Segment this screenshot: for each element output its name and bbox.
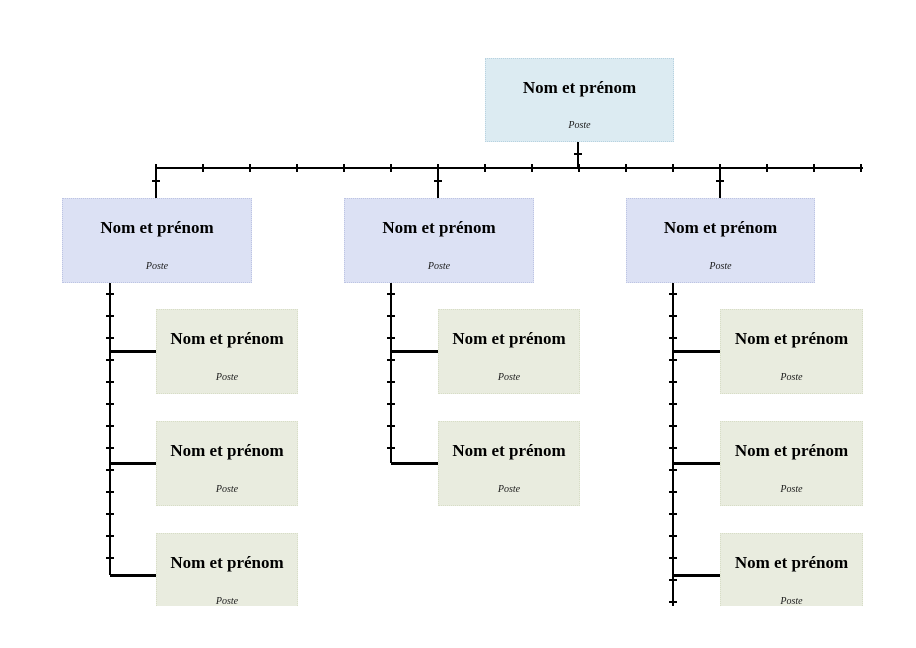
root-box[interactable]: Nom et prénom Poste xyxy=(485,58,674,142)
connector-stub xyxy=(673,462,720,465)
person-role: Poste xyxy=(780,596,803,607)
person-role: Poste xyxy=(145,261,169,272)
connector-stub xyxy=(391,350,438,353)
leaf-box-1-3[interactable]: Nom et prénom Poste xyxy=(156,533,298,618)
branch-box-1[interactable]: Nom et prénom Poste xyxy=(62,198,252,283)
person-name: Nom et prénom xyxy=(663,218,778,237)
person-name: Nom et prénom xyxy=(734,329,849,348)
person-role: Poste xyxy=(427,261,451,272)
person-role: Poste xyxy=(497,372,521,383)
person-name: Nom et prénom xyxy=(522,78,637,97)
connector-branch1-drop xyxy=(152,169,160,198)
leaf-box-1-1[interactable]: Nom et prénom Poste xyxy=(156,309,298,394)
person-name: Nom et prénom xyxy=(734,553,849,572)
person-name: Nom et prénom xyxy=(734,441,849,460)
connector-stub xyxy=(391,462,438,465)
leaf-box-1-2[interactable]: Nom et prénom Poste xyxy=(156,421,298,506)
person-role: Poste xyxy=(780,484,803,495)
connector-stub xyxy=(673,350,720,353)
person-name: Nom et prénom xyxy=(170,553,284,572)
person-role: Poste xyxy=(497,484,521,495)
connector-branch2-rail xyxy=(387,282,395,463)
person-role: Poste xyxy=(215,596,239,607)
person-role: Poste xyxy=(215,372,239,383)
page-bottom-clip xyxy=(0,606,916,648)
person-role: Poste xyxy=(215,484,239,495)
leaf-box-2-2[interactable]: Nom et prénom Poste xyxy=(438,421,580,506)
connector-branch1-rail xyxy=(106,282,114,575)
connector-branch3-drop xyxy=(716,169,724,198)
person-name: Nom et prénom xyxy=(170,441,284,460)
leaf-box-2-1[interactable]: Nom et prénom Poste xyxy=(438,309,580,394)
person-role: Poste xyxy=(780,372,803,383)
connector-root-drop xyxy=(574,142,582,168)
person-name: Nom et prénom xyxy=(170,329,284,348)
connector-stub xyxy=(110,350,156,353)
person-name: Nom et prénom xyxy=(452,441,566,460)
person-name: Nom et prénom xyxy=(100,218,214,237)
branch-box-2[interactable]: Nom et prénom Poste xyxy=(344,198,534,283)
branch-box-3[interactable]: Nom et prénom Poste xyxy=(626,198,815,283)
leaf-box-3-2[interactable]: Nom et prénom Poste xyxy=(720,421,863,506)
connector-stub xyxy=(110,462,156,465)
person-name: Nom et prénom xyxy=(382,218,496,237)
person-role: Poste xyxy=(709,261,732,272)
connector-stub xyxy=(110,574,156,577)
connector-stub xyxy=(673,574,720,577)
connector-branch2-drop xyxy=(434,169,442,198)
connector-main-horizontal xyxy=(155,164,863,172)
leaf-box-3-1[interactable]: Nom et prénom Poste xyxy=(720,309,863,394)
leaf-box-3-3[interactable]: Nom et prénom Poste xyxy=(720,533,863,618)
person-role: Poste xyxy=(568,120,591,131)
connector-branch3-rail xyxy=(669,282,677,606)
person-name: Nom et prénom xyxy=(452,329,566,348)
